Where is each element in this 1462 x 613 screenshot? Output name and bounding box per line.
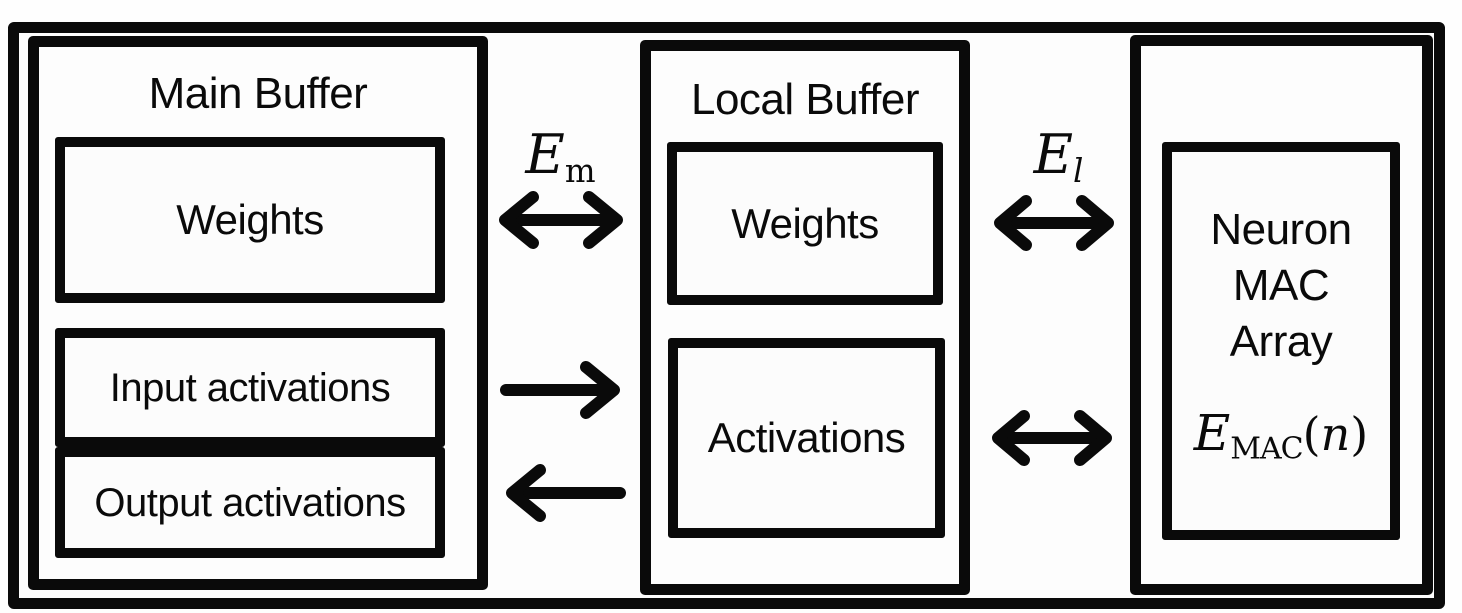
output-activations-box: Output activations <box>55 447 445 558</box>
mac-line-3: Array <box>1229 317 1333 366</box>
em-base: E <box>525 123 565 186</box>
em-subscript: m <box>564 152 596 191</box>
main-weights-label: Weights <box>176 196 324 243</box>
mac-line-2: MAC <box>1232 261 1330 310</box>
emac-formula: EMAC(n) <box>1162 408 1400 464</box>
main-buffer-title: Main Buffer <box>148 69 368 118</box>
local-weights-label: Weights <box>731 199 879 247</box>
emac-argument: n <box>1320 407 1351 461</box>
em-label: Em <box>500 128 620 191</box>
mac-line-1: Neuron <box>1210 205 1352 254</box>
emac-base: E <box>1193 404 1231 462</box>
local-weights-box: Weights <box>667 142 943 305</box>
emac-paren-open: ( <box>1302 407 1321 461</box>
local-buffer-title: Local Buffer <box>690 75 920 124</box>
el-base: E <box>1033 123 1074 186</box>
input-activations-label: Input activations <box>109 365 391 410</box>
el-subscript: l <box>1073 152 1083 191</box>
input-activations-box: Input activations <box>55 328 445 447</box>
output-activations-label: Output activations <box>94 480 406 525</box>
neuron-mac-array-box <box>1162 142 1400 540</box>
neuron-mac-array-label: Neuron MAC Array <box>1172 202 1390 370</box>
activations-box: Activations <box>668 338 945 538</box>
emac-subscript: MAC <box>1230 431 1303 467</box>
main-weights-box: Weights <box>55 137 445 303</box>
activations-label: Activations <box>707 414 906 461</box>
el-label: El <box>1002 128 1114 191</box>
emac-paren-close: ) <box>1350 407 1369 461</box>
